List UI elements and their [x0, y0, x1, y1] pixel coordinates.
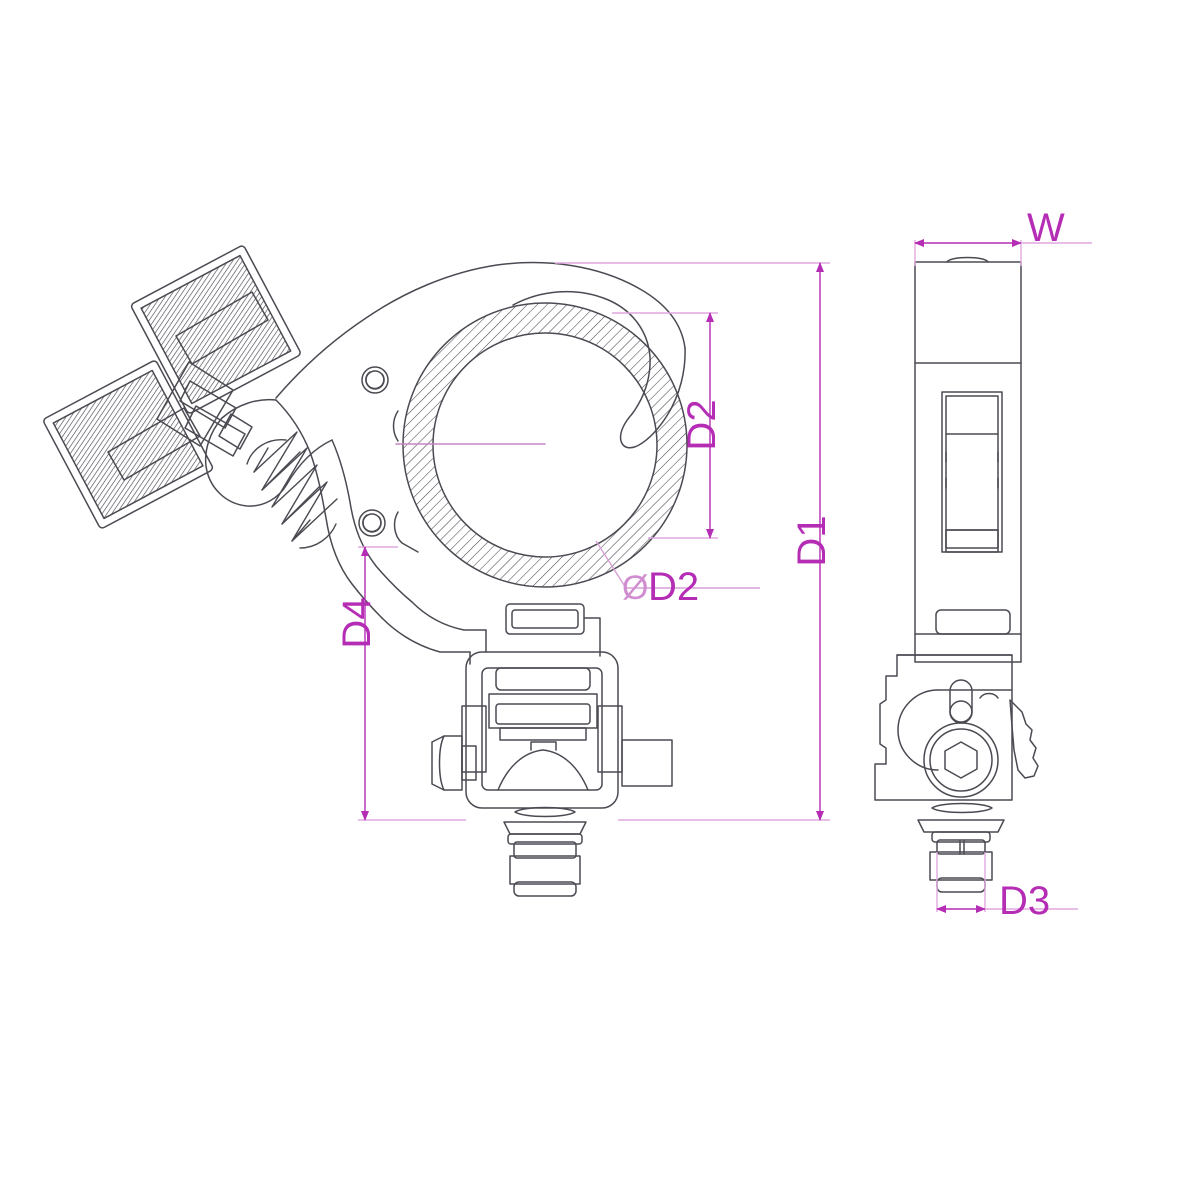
- dimension-layer: [358, 239, 1092, 913]
- diameter-symbol-icon: Ø: [622, 569, 648, 607]
- dimension-d3: [936, 852, 1078, 913]
- dimension-labels: D1 D2 Ø D2 D4 W D3: [335, 206, 1065, 923]
- hex-nut: [431, 735, 477, 791]
- clamp-ring-bore: [392, 302, 688, 588]
- handle-shaft: [107, 291, 269, 481]
- knurled-grip-upper: [130, 245, 301, 414]
- threaded-stud: [509, 841, 581, 897]
- dimension-d4: [358, 546, 466, 821]
- clamp-lever-arm: [204, 398, 333, 507]
- pivot-circlip-lower: [358, 509, 386, 537]
- front-view: [43, 245, 688, 897]
- side-washer-stack: [917, 802, 1005, 843]
- dimension-label-d1: D1: [790, 515, 834, 566]
- dimension-label-d3: D3: [999, 879, 1050, 923]
- pivot-circlip-upper: [361, 366, 389, 394]
- washer-stack: [503, 806, 587, 845]
- side-view: [874, 256, 1039, 893]
- side-threaded-stud: [929, 839, 993, 893]
- clamp-body: [275, 261, 686, 665]
- dimension-d2-leader: [595, 540, 760, 589]
- dimension-d1: [555, 262, 830, 821]
- right-stub-shaft: [621, 739, 673, 787]
- dimension-label-d2-note: D2: [648, 565, 699, 609]
- dimension-label-d2: D2: [680, 399, 724, 450]
- dimension-label-w: W: [1027, 206, 1065, 250]
- knurled-grip-lower: [43, 360, 214, 529]
- hex-socket-bolt: [923, 722, 999, 798]
- mounting-bracket: [461, 651, 623, 809]
- side-lever-cam: [1009, 699, 1039, 779]
- coil-spring: [246, 431, 338, 549]
- side-body-upper: [914, 256, 1022, 663]
- dimension-label-d4: D4: [335, 597, 379, 648]
- dimension-d2: [612, 312, 718, 539]
- dimension-w: [914, 239, 1092, 266]
